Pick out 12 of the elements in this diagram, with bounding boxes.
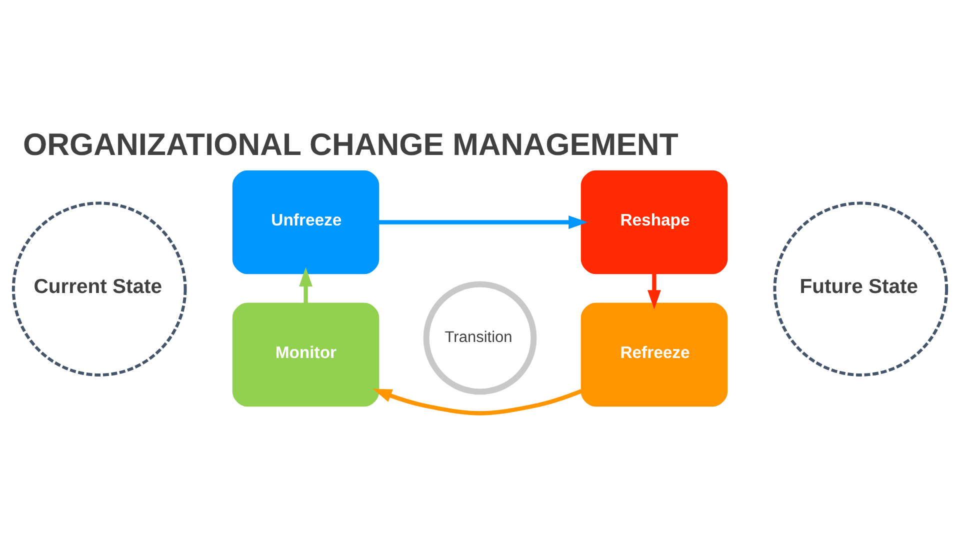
node-box: Refreeze [580,302,728,407]
arrow [378,216,588,229]
node-circle: Future State [773,202,948,376]
arrow [372,388,582,416]
node-circle: Current State [12,202,187,376]
node-box: Monitor [232,302,380,407]
node-circle: Transition [423,281,537,395]
node-box: Unfreeze [232,170,380,274]
arrow [648,274,661,310]
arrow [299,267,312,303]
node-box: Reshape [580,170,728,274]
diagram-title: ORGANIZATIONAL CHANGE MANAGEMENT [22,127,678,162]
